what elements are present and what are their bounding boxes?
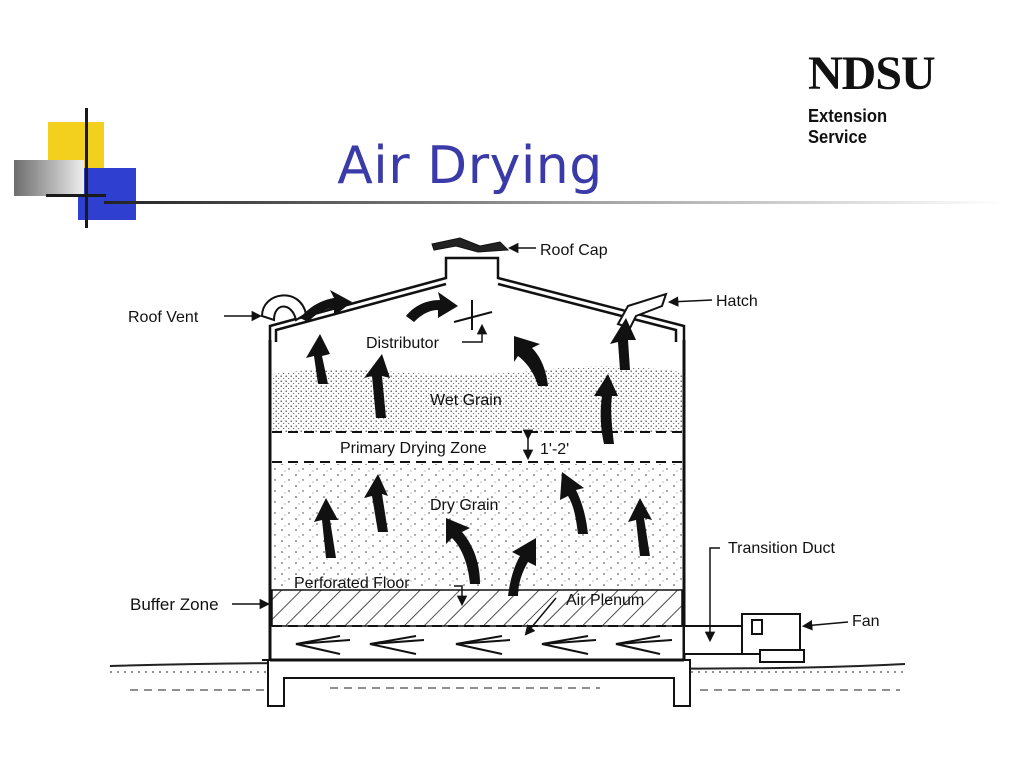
foundation — [262, 659, 691, 707]
accent-vertical-line — [85, 108, 88, 228]
perforated-floor — [271, 589, 683, 627]
label-transition-duct: Transition Duct — [728, 540, 836, 557]
fan — [741, 613, 805, 663]
accent-horizontal-line — [46, 194, 106, 197]
label-buffer-zone: Buffer Zone — [130, 595, 219, 614]
label-perforated-floor: Perforated Floor — [294, 575, 410, 592]
label-primary-drying-zone: Primary Drying Zone — [340, 440, 487, 457]
distributor — [453, 300, 493, 330]
label-hatch: Hatch — [716, 293, 758, 310]
logo-subtitle: Extension Service — [808, 106, 888, 147]
label-fan: Fan — [852, 613, 880, 630]
roof-cap — [431, 237, 510, 253]
page-title: Air Drying — [337, 136, 603, 196]
airflow-arrows — [300, 290, 652, 596]
label-wet-grain: Wet Grain — [430, 392, 502, 409]
slide-accent — [14, 108, 1004, 228]
label-distributor: Distributor — [366, 335, 440, 352]
accent-gray-bar — [14, 160, 84, 196]
leader-lines — [224, 242, 849, 643]
logo-name: NDSU — [808, 47, 936, 100]
title-rule — [104, 201, 1004, 204]
label-roof-vent: Roof Vent — [128, 309, 199, 326]
label-dry-grain: Dry Grain — [430, 497, 498, 514]
roof-vent — [260, 294, 308, 322]
label-air-plenum: Air Plenum — [566, 592, 644, 609]
label-roof-cap: Roof Cap — [540, 242, 608, 259]
primary-drying-zone — [272, 432, 682, 462]
label-zone-depth: 1'-2' — [540, 441, 569, 458]
plenum-swirl-arrows — [295, 635, 673, 655]
transition-duct — [683, 625, 743, 655]
